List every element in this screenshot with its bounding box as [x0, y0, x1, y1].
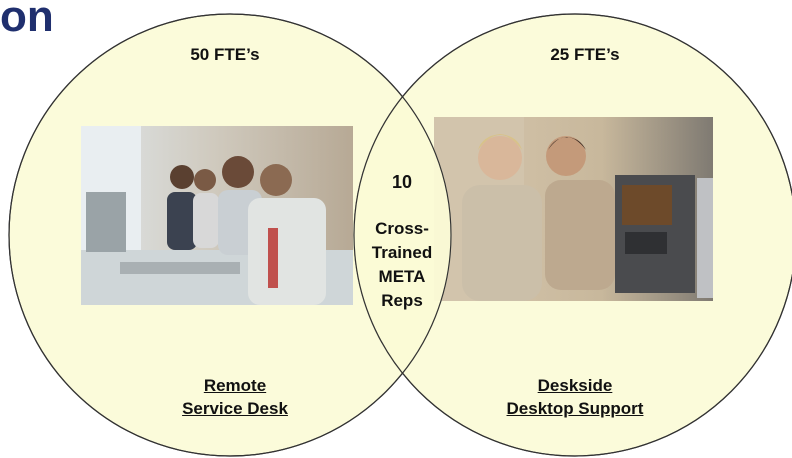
overlap-line-1: Cross-	[375, 219, 429, 238]
overlap-line-3: META	[378, 267, 426, 286]
overlap-label: Cross- Trained META Reps	[352, 217, 452, 313]
overlap-region	[353, 96, 452, 374]
left-caption: Remote Service Desk	[120, 374, 350, 420]
right-fte-count: 25 FTE’s	[550, 45, 620, 64]
technicians-photo	[434, 117, 713, 301]
overlap-line-2: Trained	[371, 243, 433, 262]
right-caption-line-1: Deskside	[537, 376, 613, 395]
page-title: on	[0, 0, 54, 41]
left-caption-line-2: Service Desk	[182, 399, 288, 418]
call-center-photo	[81, 126, 353, 305]
left-fte-count: 50 FTE’s	[190, 45, 260, 64]
right-caption-line-2: Desktop Support	[506, 399, 644, 418]
right-caption: Deskside Desktop Support	[460, 374, 690, 420]
overlap-line-4: Reps	[381, 291, 423, 310]
left-caption-line-1: Remote	[203, 376, 267, 395]
overlap-count: 10	[391, 172, 413, 192]
